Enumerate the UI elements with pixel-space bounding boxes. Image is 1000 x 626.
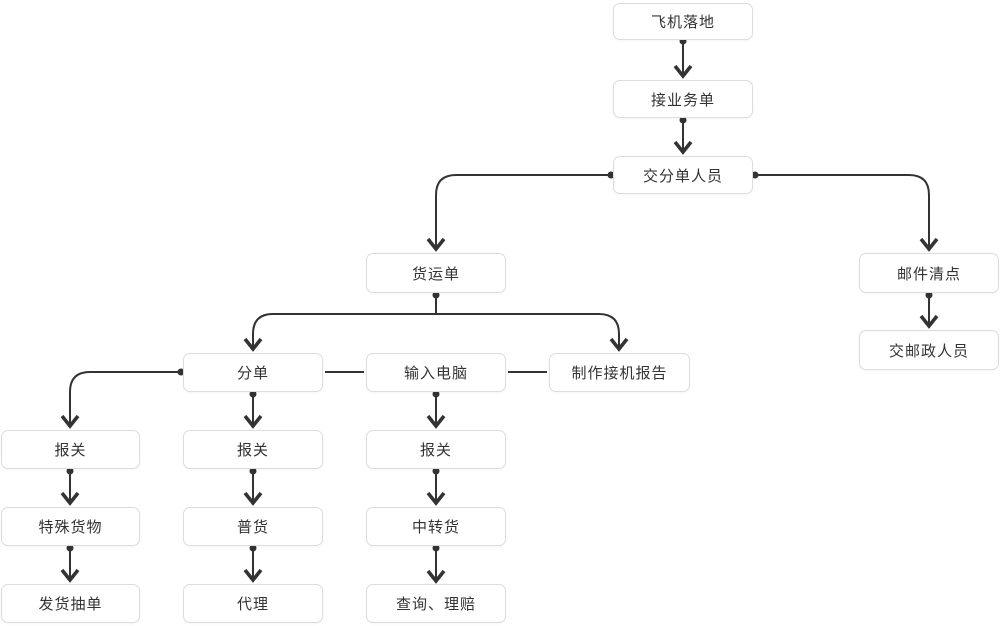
node-receive-order: 接业务单: [613, 80, 753, 118]
node-plane-landing: 飞机落地: [613, 3, 753, 40]
node-waybill: 货运单: [366, 253, 506, 293]
node-customs-b: 报关: [183, 430, 323, 469]
edge-waybill-sort-sheet: [243, 295, 437, 352]
node-sort-sheet: 分单: [183, 353, 323, 392]
node-hand-to-sorter: 交分单人员: [613, 156, 753, 194]
node-customs-c: 报关: [366, 430, 506, 469]
node-input-computer: 输入电脑: [366, 353, 506, 392]
node-general-cargo: 普货: [183, 507, 323, 546]
edge-origin-dots: [66, 37, 933, 552]
edge-waybill-pickup-report: [436, 313, 629, 352]
node-hand-to-postal: 交邮政人员: [859, 330, 999, 370]
node-mail-count: 邮件清点: [859, 253, 999, 293]
node-shipping-sample: 发货抽单: [1, 584, 140, 623]
node-transit-cargo: 中转货: [366, 507, 506, 546]
node-special-cargo: 特殊货物: [1, 507, 140, 546]
node-customs-a: 报关: [1, 430, 140, 469]
node-pickup-report: 制作接机报告: [549, 353, 690, 392]
edge-sort-sheet-customs-a: [60, 371, 181, 429]
edge-hand-to-sorter-waybill: [426, 174, 611, 252]
node-agent: 代理: [183, 584, 323, 623]
edge-hand-to-sorter-mail-count: [755, 174, 939, 252]
node-inquiry-claims: 查询、理赔: [366, 584, 506, 623]
